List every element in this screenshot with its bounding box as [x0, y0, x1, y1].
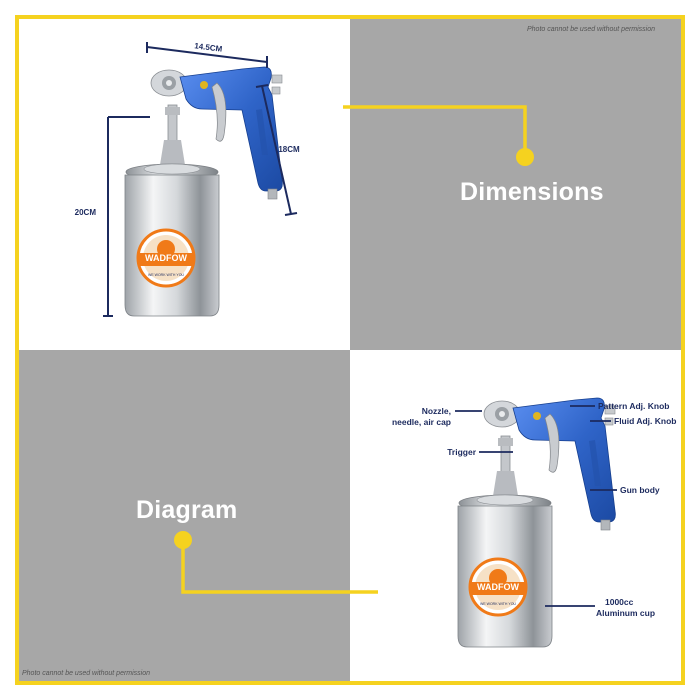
callout-trigger-label: Trigger — [447, 447, 477, 457]
callout-cup-line1: 1000cc — [605, 597, 634, 607]
permission-notice-top: Photo cannot be used without permission — [527, 26, 656, 33]
diagram-connector — [174, 531, 378, 594]
callout-trigger: Trigger — [447, 447, 513, 457]
callout-gun-body: Gun body — [590, 485, 660, 495]
cup-height-dimension: 20CM — [75, 116, 150, 317]
dimensions-heading: Dimensions — [460, 178, 604, 206]
yellow-frame — [15, 15, 685, 685]
callout-nozzle-line2: needle, air cap — [392, 417, 451, 427]
callout-nozzle: Nozzle, needle, air cap — [392, 406, 482, 427]
callout-cup-line2: Aluminum cup — [596, 608, 655, 618]
width-dimension-label: 14.5CM — [194, 41, 223, 53]
callout-nozzle-line1: Nozzle, — [422, 406, 451, 416]
dimensions-label-panel — [350, 19, 681, 350]
callout-gun-body-label: Gun body — [620, 485, 660, 495]
brand-tagline-bottom: WE WORK WITH YOU — [480, 602, 516, 606]
callout-cup: 1000cc Aluminum cup — [545, 597, 655, 618]
dimensions-connector — [343, 105, 534, 166]
cup-height-label: 20CM — [75, 208, 97, 217]
callout-pattern-knob: Pattern Adj. Knob — [570, 401, 669, 411]
diagram-heading: Diagram — [136, 496, 238, 524]
permission-notice-bottom: Photo cannot be used without permission — [22, 670, 151, 677]
wadfow-logo-top: WADFOW WE WORK WITH YOU — [136, 228, 196, 288]
brand-name-top: WADFOW — [145, 253, 187, 263]
callout-fluid-knob: Fluid Adj. Knob — [590, 416, 676, 426]
callout-pattern-knob-label: Pattern Adj. Knob — [598, 401, 669, 411]
gun-height-dimension: 18CM — [255, 84, 300, 216]
brand-tagline-top: WE WORK WITH YOU — [148, 273, 184, 277]
callout-fluid-knob-label: Fluid Adj. Knob — [614, 416, 676, 426]
gun-height-label: 18CM — [278, 145, 300, 154]
brand-name-bottom: WADFOW — [477, 582, 519, 592]
diagram-label-panel — [19, 350, 350, 681]
width-dimension: 14.5CM — [146, 41, 268, 68]
wadfow-logo-bottom: WADFOW WE WORK WITH YOU — [468, 557, 528, 617]
